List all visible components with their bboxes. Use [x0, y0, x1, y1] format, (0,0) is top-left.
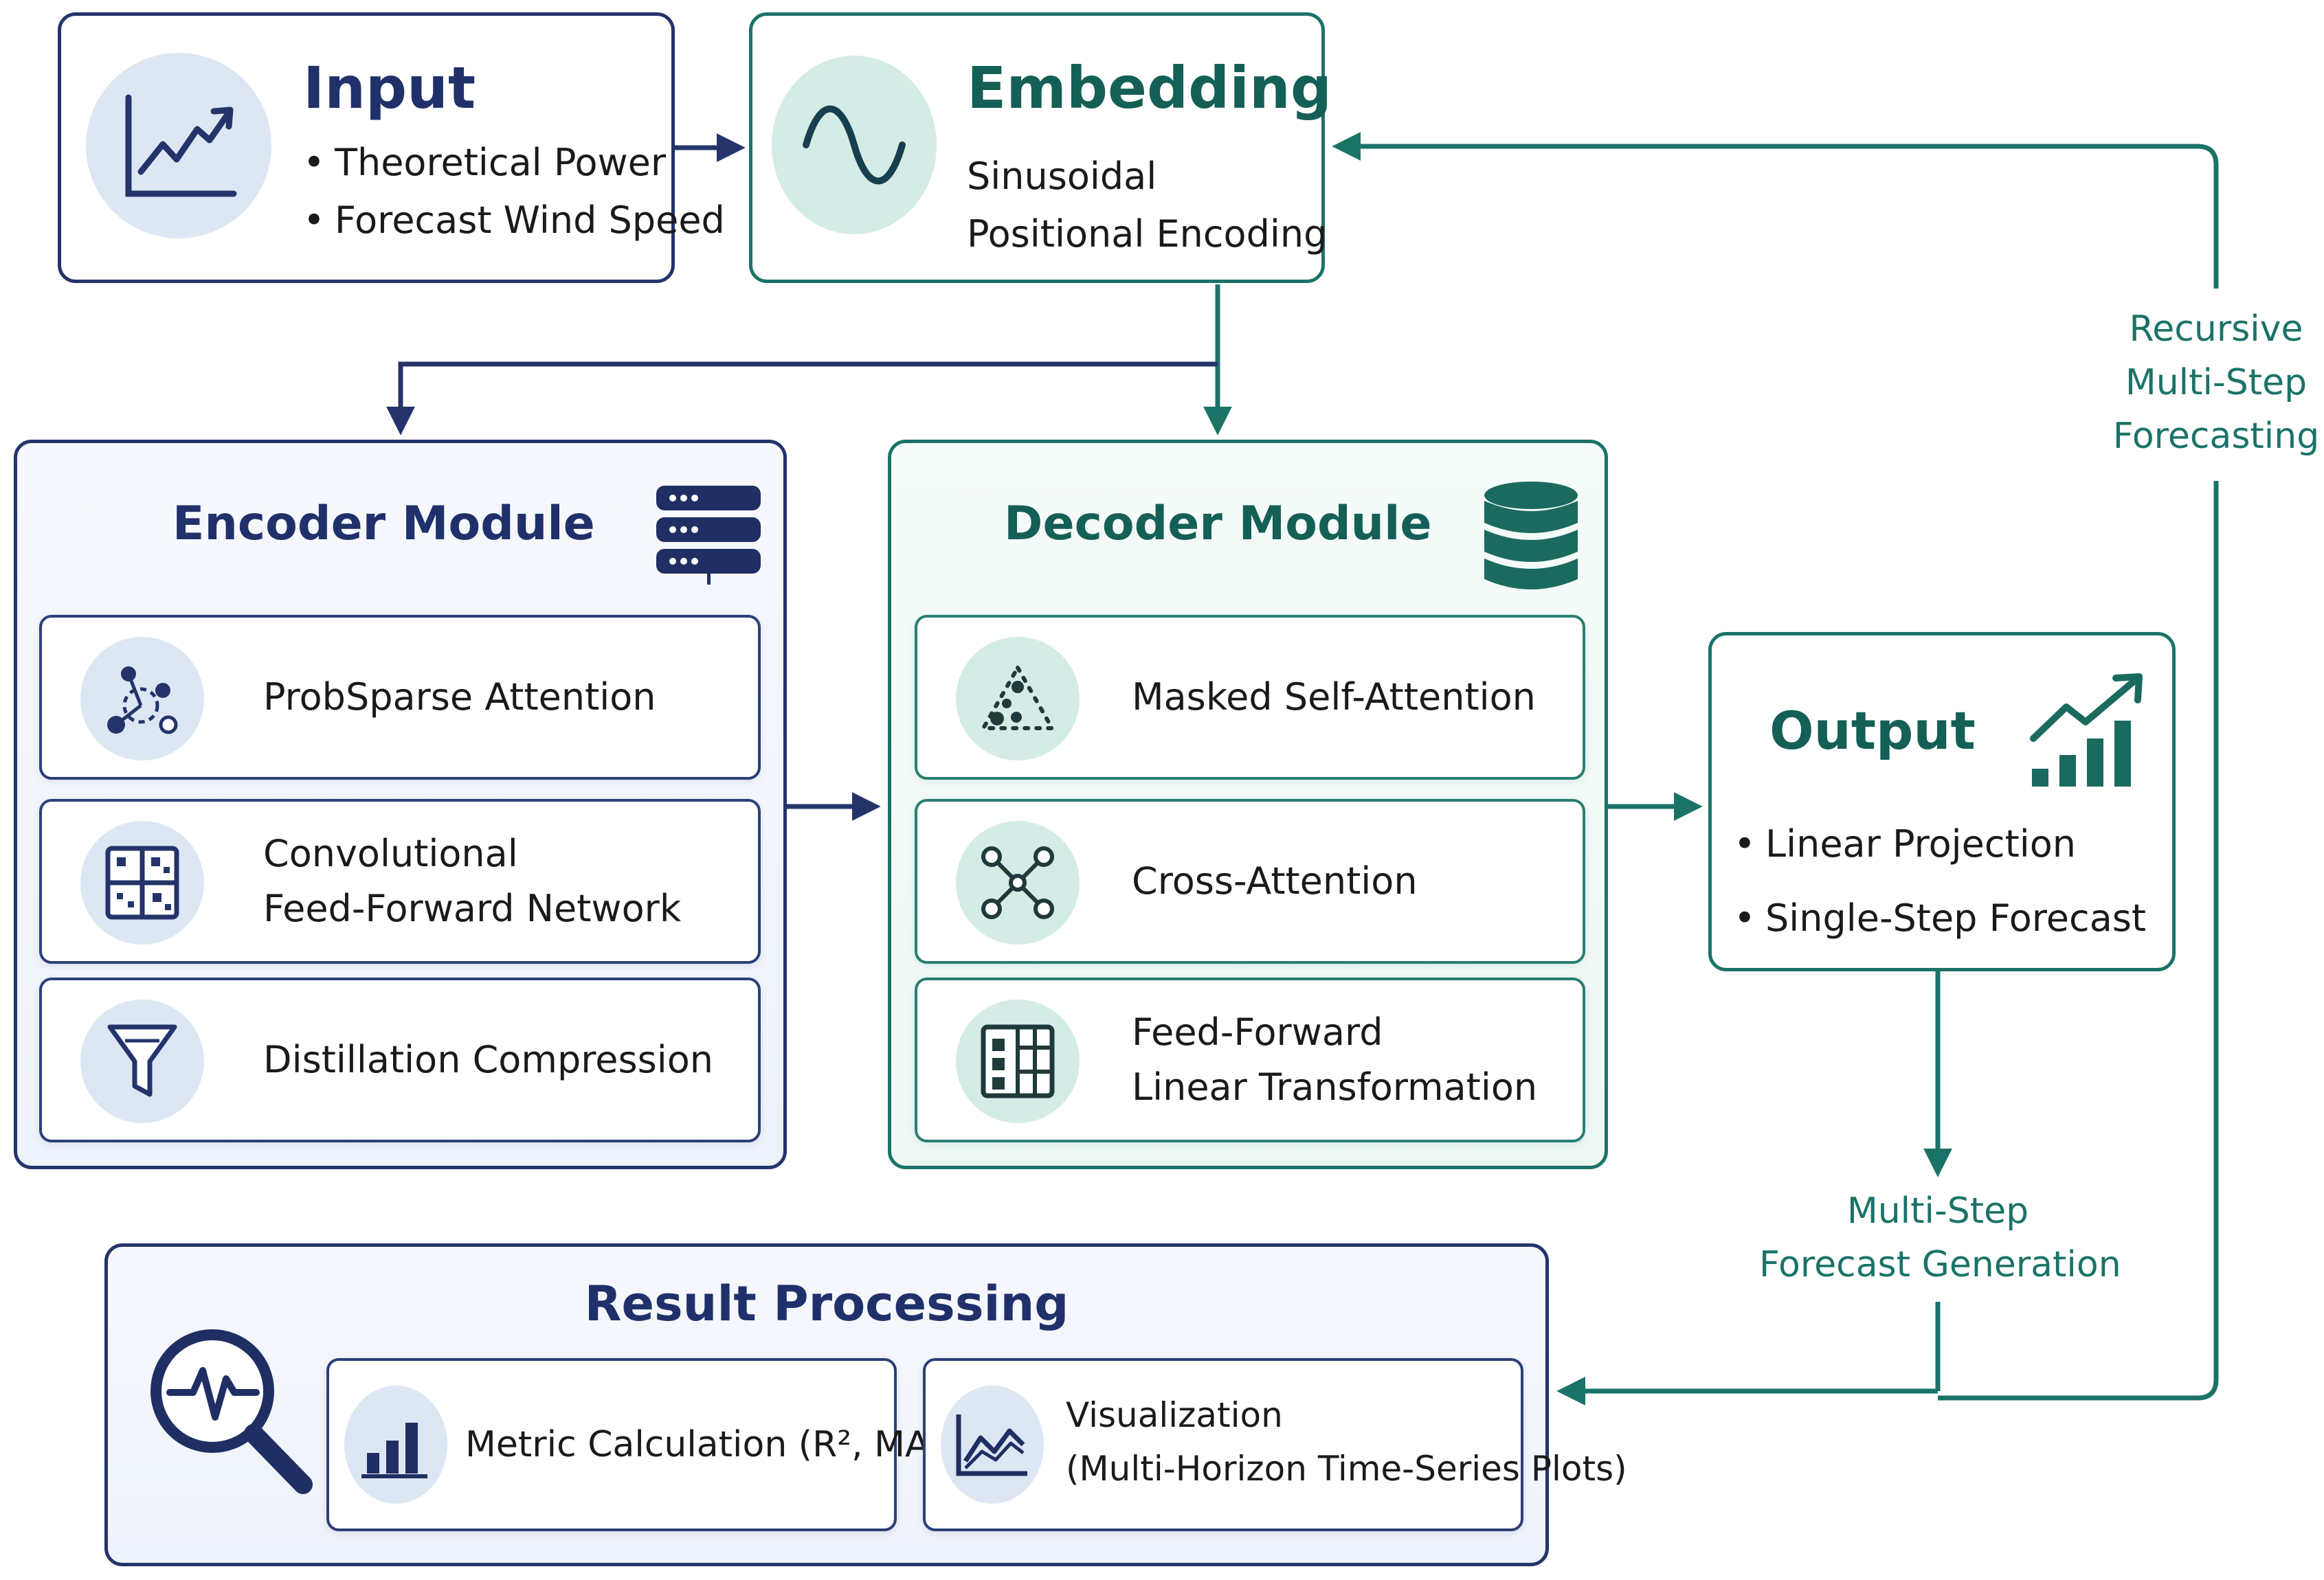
result-title: Result Processing — [584, 1276, 1069, 1332]
bar-growth-icon — [2030, 673, 2143, 787]
arrow-recursive-upper — [1332, 132, 2219, 289]
output-list: Linear Projection Single-Step Forecast — [1731, 807, 2146, 956]
embedding-line1: Sinusoidal — [967, 155, 1157, 198]
trend-chart-icon — [125, 94, 237, 197]
arrow-embedding-to-encoder — [386, 361, 1218, 436]
visualization-card: Visualization (Multi-Horizon Time-Series… — [923, 1358, 1627, 1531]
output-box: Output Linear Projection Single-Step For… — [1708, 632, 2176, 971]
database-icon — [1484, 482, 1578, 589]
server-stack-icon — [656, 486, 761, 585]
output-item: Single-Step Forecast — [1731, 881, 2146, 956]
visualization-line1: Visualization — [1066, 1395, 1283, 1435]
embedding-box: Embedding Sinusoidal Positional Encoding — [749, 12, 1332, 283]
feed-forward-grid-icon — [981, 1024, 1055, 1098]
embedding-title: Embedding — [967, 54, 1332, 122]
recursive-label: Recursive Multi-Step Forecasting — [2110, 302, 2323, 463]
encoder-row-distillation: Distillation Compression — [39, 978, 761, 1142]
cross-nodes-icon — [981, 846, 1054, 919]
line-chart-icon — [956, 1414, 1027, 1476]
triangle-dots-icon — [979, 663, 1056, 730]
funnel-icon — [107, 1024, 177, 1097]
input-icon-circle — [86, 53, 271, 238]
encoder-row-label: Convolutional — [263, 832, 518, 875]
encoder-row-icon-circle — [80, 637, 204, 760]
decoder-row-cross: Cross-Attention — [915, 799, 1585, 964]
decoder-row-icon-circle — [956, 1000, 1080, 1123]
multistep-line1: Multi-Step — [1846, 1190, 2029, 1232]
decoder-row-icon-circle — [956, 821, 1080, 945]
output-item: Linear Projection — [1731, 807, 2146, 881]
recursive-line2: Multi-Step — [2125, 362, 2308, 403]
magnifier-pulse-icon — [150, 1329, 313, 1494]
multistep-label: Multi-Step Forecast Generation — [1759, 1184, 2121, 1291]
encoder-row-probsparse: ProbSparse Attention — [39, 615, 761, 780]
decoder-row-masked: Masked Self-Attention — [915, 615, 1585, 780]
network-nodes-icon — [107, 666, 178, 734]
input-item: Theoretical Power — [300, 134, 725, 192]
encoder-title: Encoder Module — [172, 497, 595, 551]
result-processing-box: Result Processing Metric Calculation (R²… — [104, 1243, 1627, 1566]
multistep-line2: Forecast Generation — [1759, 1244, 2121, 1285]
encoder-row-convolutional: Convolutional Feed-Forward Network — [39, 799, 761, 964]
line-recursive-lower — [1938, 481, 2219, 1401]
decoder-row-label: Cross-Attention — [1132, 859, 1418, 903]
visualization-line2: (Multi-Horizon Time-Series Plots) — [1066, 1449, 1627, 1489]
recursive-line3: Forecasting — [2112, 416, 2320, 457]
input-box: Input Theoretical Power Forecast Wind Sp… — [58, 12, 725, 283]
encoder-row-icon-circle — [80, 1000, 204, 1123]
decoder-row-label: Masked Self-Attention — [1132, 675, 1536, 719]
encoder-row-label: Distillation Compression — [263, 1038, 713, 1081]
encoder-row-label: ProbSparse Attention — [263, 675, 656, 719]
input-list: Theoretical Power Forecast Wind Speed — [300, 134, 725, 249]
bar-chart-icon — [361, 1423, 427, 1478]
encoder-module: Encoder Module ProbSparse Attention — [14, 440, 787, 1169]
embedding-icon-circle — [772, 56, 937, 234]
sine-wave-icon — [803, 105, 906, 185]
decoder-row-feedforward: Feed-Forward Linear Transformation — [915, 978, 1585, 1142]
input-item: Forecast Wind Speed — [300, 192, 725, 249]
metric-icon-circle — [344, 1386, 447, 1504]
output-title: Output — [1769, 700, 1976, 761]
decoder-module: Decoder Module Masked Self-Attention — [888, 440, 1608, 1169]
encoder-row-label-2: Feed-Forward Network — [263, 887, 682, 930]
input-title: Input — [303, 54, 476, 122]
decoder-row-label: Feed-Forward — [1132, 1011, 1383, 1054]
encoder-row-icon-circle — [80, 821, 204, 945]
grid-icon — [105, 846, 179, 920]
recursive-line1: Recursive — [2129, 308, 2303, 350]
decoder-row-icon-circle — [956, 637, 1080, 760]
embedding-line2: Positional Encoding — [967, 212, 1328, 256]
visualization-icon-circle — [941, 1386, 1044, 1504]
decoder-row-label-2: Linear Transformation — [1132, 1065, 1538, 1109]
metric-label: Metric Calculation (R², MAE) — [465, 1424, 966, 1465]
decoder-title: Decoder Module — [1004, 497, 1432, 551]
metric-card: Metric Calculation (R², MAE) — [326, 1358, 966, 1531]
